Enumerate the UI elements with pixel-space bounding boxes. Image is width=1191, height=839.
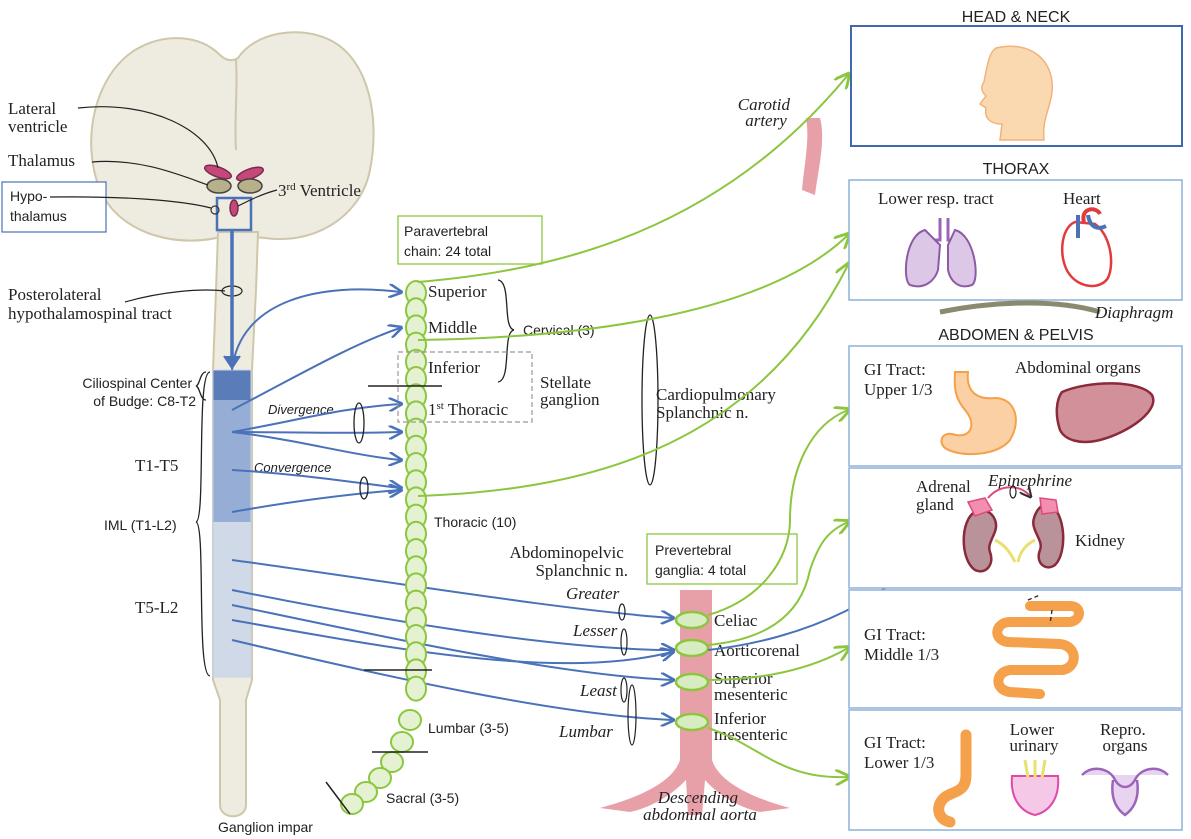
diaphragm-line (939, 300, 1101, 315)
lesser-label: Lesser (572, 621, 618, 640)
stomach-icon (940, 371, 1017, 456)
celiac-label: Celiac (714, 611, 758, 630)
ganglion-impar-label: Ganglion impar (218, 819, 313, 835)
chain-ganglion (390, 731, 414, 753)
sympathetic-chain (340, 280, 427, 815)
hypothalamus-label: Hypo- thalamus (10, 188, 67, 224)
hypothalamus-label-box (1, 181, 107, 233)
repro-label: Repro. organs (1100, 720, 1150, 755)
first-thoracic-label: 1st Thoracic (428, 400, 509, 419)
preganglionic-fibers (231, 289, 672, 720)
superior-mesenteric-ganglion (674, 672, 710, 692)
thalamus-label: Thalamus (8, 151, 75, 170)
inferior-label: Inferior (428, 358, 480, 377)
carotid-section: Carotid artery (738, 95, 823, 195)
hypothalamospinal-tract-label: Posterolateral hypothalamospinal tract (8, 285, 172, 323)
greater-label: Greater (566, 584, 620, 603)
thalamus-left (206, 178, 232, 194)
gi-upper-label: GI Tract: Upper 1/3 (864, 360, 932, 399)
lumbar-label: Lumbar (3-5) (428, 720, 509, 736)
superior-label: Superior (428, 282, 487, 301)
lateral-ventricle-line2: ventricle (8, 117, 67, 136)
abdominopelvic-label: Abdominopelvic Splanchnic n. (509, 543, 628, 580)
brain-labels: Lateral ventricle Thalamus 3rd Ventricle… (1, 99, 361, 323)
cardiopulmonary-label: Cardiopulmonary Splanchnic n. (656, 385, 780, 422)
lateral-ventricle-label: Lateral ventricle (8, 99, 67, 136)
t5-l2-label: T5-L2 (135, 598, 178, 617)
adrenal-label: Adrenal gland (916, 477, 975, 514)
paravertebral-label: Paravertebral chain: 24 total (404, 223, 492, 259)
aorta-label: Descending abdominal aorta (643, 788, 757, 824)
kidney-label: Kidney (1075, 531, 1126, 550)
lateral-ventricle-left (203, 164, 233, 180)
kidney-icon (962, 497, 1065, 573)
sacral-label: Sacral (3-5) (386, 790, 459, 806)
lower-resp-label: Lower resp. tract (878, 189, 994, 208)
inferior-mesenteric-label: Inferior mesenteric (714, 709, 788, 744)
chain-labels: Paravertebral chain: 24 total Superior M… (218, 215, 780, 835)
paravertebral-box (397, 215, 543, 265)
lungs-icon (904, 218, 977, 288)
bladder-icon (1010, 775, 1060, 817)
abdominal-aorta (600, 590, 790, 815)
stellate-label: Stellate ganglion (540, 373, 600, 409)
uterus-icon (1081, 767, 1169, 817)
celiac-ganglion (674, 610, 710, 630)
lateral-ventricle-line1: Lateral (8, 99, 56, 118)
thalamus-right (237, 178, 263, 194)
least-label: Least (579, 681, 618, 700)
aorta-section: Prevertebral ganglia: 4 total Celiac Aor… (600, 533, 800, 824)
third-ventricle-label: 3rd Ventricle (278, 181, 361, 200)
gi-lower-label: GI Tract: Lower 1/3 (864, 733, 934, 772)
thoracic-label: Thoracic (10) (434, 514, 516, 530)
spinal-labels: Ciliospinal Center of Budge: C8-T2 T1-T5… (82, 371, 334, 677)
epinephrine-label: Epinephrine (987, 471, 1072, 490)
postganglionic-fibers (417, 75, 950, 777)
middle-label: Middle (428, 318, 477, 337)
colon-icon (933, 729, 972, 828)
iml-label: IML (T1-L2) (104, 517, 177, 533)
diaphragm-label: Diaphragm (1094, 303, 1173, 322)
thorax-title: THORAX (983, 161, 1050, 178)
stellate-box (397, 351, 533, 423)
lower-urinary-label: Lower urinary (1009, 720, 1059, 755)
lumbar-splanchnic-label: Lumbar (558, 722, 613, 741)
chain-ganglion (368, 767, 392, 789)
liver-icon (1055, 382, 1155, 444)
abdomen-panel: ABDOMEN & PELVIS GI Tract: Upper 1/3 Abd… (848, 327, 1183, 831)
chain-ganglion (340, 793, 364, 815)
thorax-panel: THORAX Lower resp. tract Heart Diaphragm (848, 161, 1183, 322)
chain-ganglion (398, 709, 422, 731)
abdominal-organs-label: Abdominal organs (1015, 358, 1141, 377)
small-intestine-icon (992, 601, 1084, 699)
iml-column (212, 369, 252, 678)
divergence-label: Divergence (268, 402, 334, 417)
t1-t5-label: T1-T5 (135, 456, 178, 475)
inferior-mesenteric-ganglion (674, 712, 710, 732)
prevertebral-box (646, 533, 798, 585)
prevertebral-label: Prevertebral ganglia: 4 total (655, 542, 746, 578)
ciliospinal-label: Ciliospinal Center of Budge: C8-T2 (82, 375, 196, 409)
third-ventricle (229, 199, 239, 217)
gi-middle-label: GI Tract: Middle 1/3 (864, 625, 939, 664)
heart-label: Heart (1063, 189, 1101, 208)
chain-ganglion (405, 675, 427, 702)
head-neck-panel: HEAD & NECK (850, 9, 1183, 147)
convergence-label: Convergence (254, 460, 331, 475)
abdomen-title: ABDOMEN & PELVIS (938, 327, 1093, 344)
aorticorenal-label: Aorticorenal (714, 641, 800, 660)
brain-outline (90, 31, 375, 242)
head-icon (978, 45, 1053, 141)
heart-icon (1060, 207, 1113, 288)
aorticorenal-ganglion (674, 638, 710, 658)
carotid-label: Carotid artery (738, 95, 795, 130)
head-neck-title: HEAD & NECK (962, 9, 1071, 26)
